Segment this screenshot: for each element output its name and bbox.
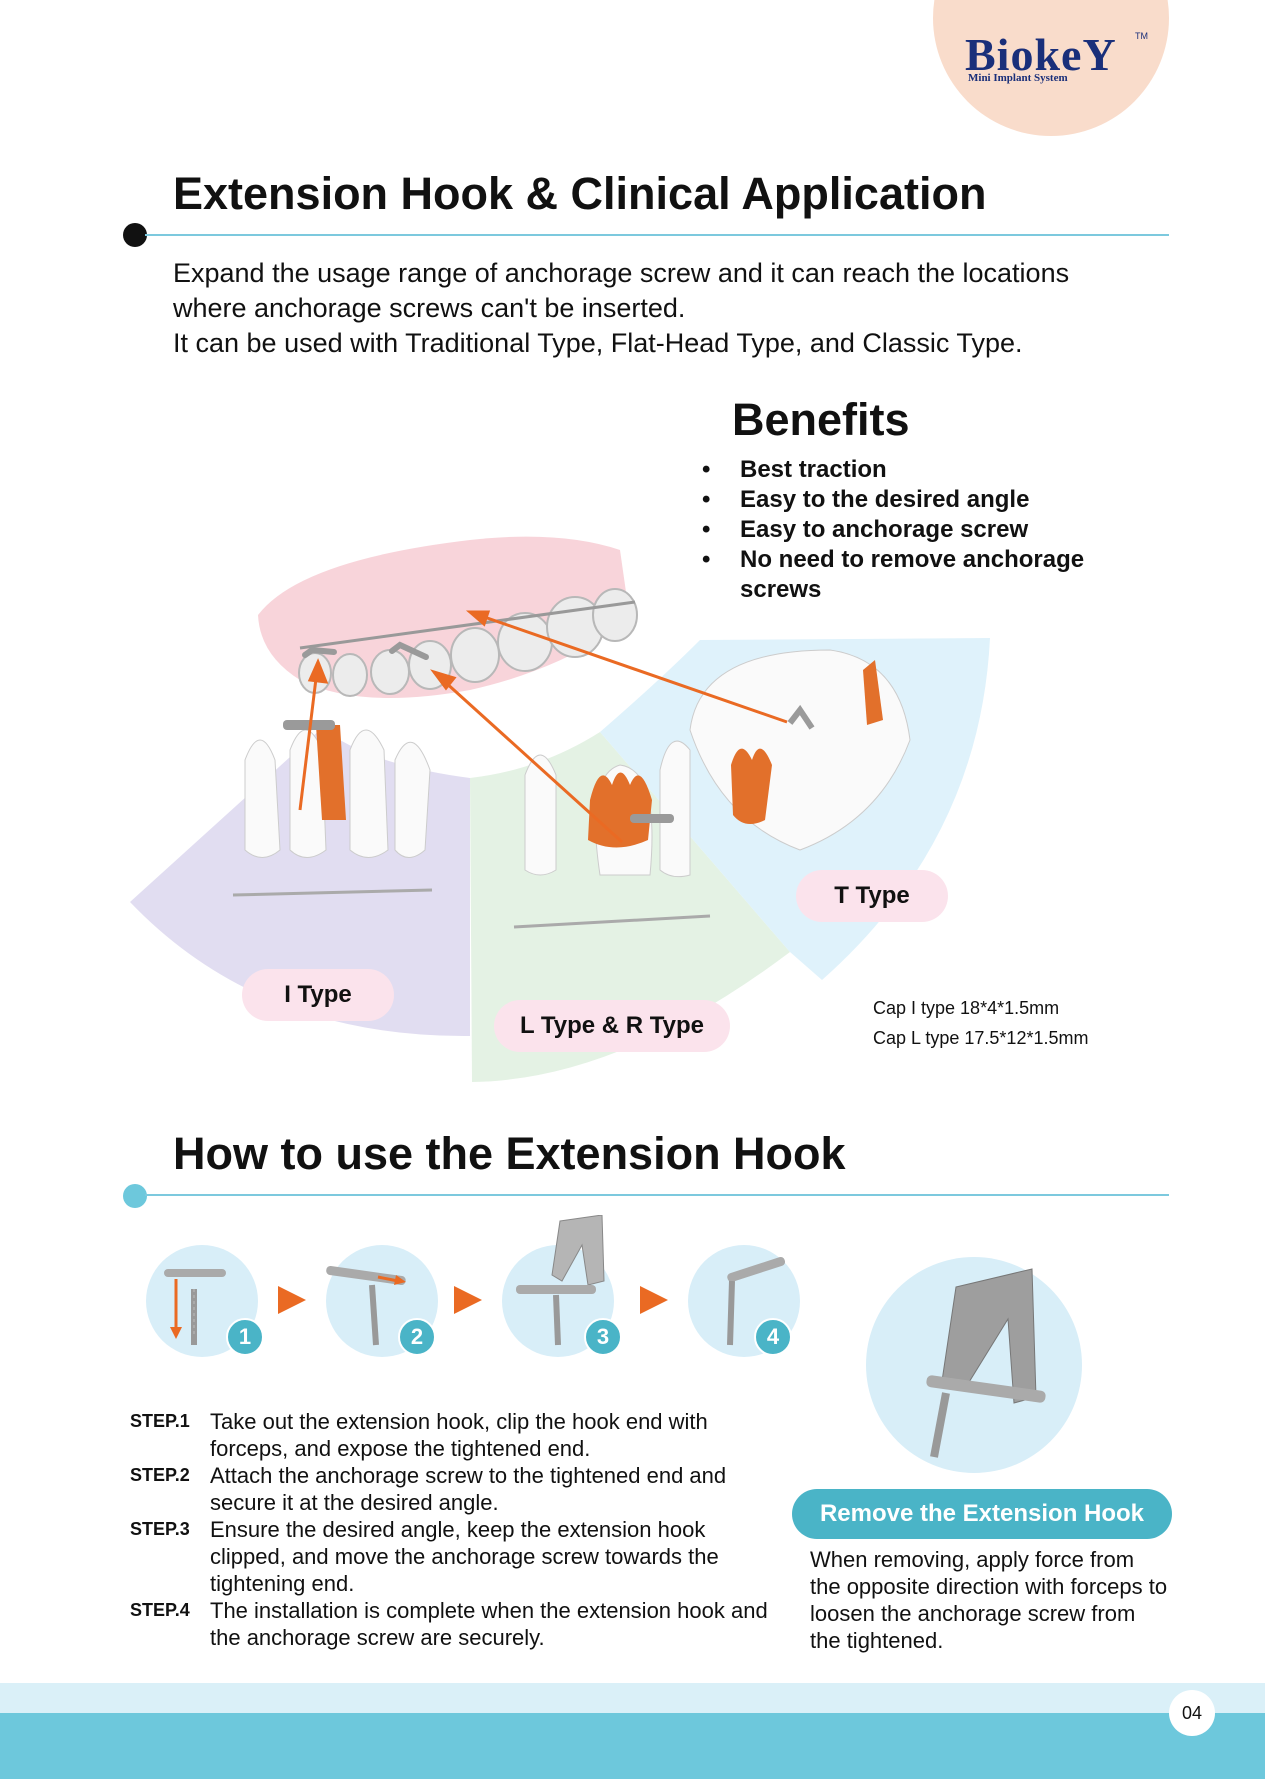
i-type-label: I Type <box>242 969 394 1021</box>
archwire <box>299 600 636 650</box>
hook-screw-icon <box>727 1256 786 1346</box>
step-text: Ensure the desired angle, keep the exten… <box>210 1517 719 1596</box>
heading-rule <box>145 234 1169 236</box>
forceps-hook-icon <box>926 1268 1046 1458</box>
step-2-badge: 2 <box>398 1318 436 1356</box>
step-3-badge: 3 <box>584 1318 622 1356</box>
step-label: STEP.3 <box>130 1519 190 1539</box>
remove-hook-text: When removing, apply force from the oppo… <box>810 1547 1168 1653</box>
benefits-list: Best traction Easy to the desired angle … <box>700 455 1120 605</box>
step-text: The installation is complete when the ex… <box>210 1598 768 1650</box>
step-label: STEP.2 <box>130 1465 190 1485</box>
l-type-label: L Type & R Type <box>494 1000 730 1052</box>
heading-bullet-dot <box>123 223 147 247</box>
t-type-molar-highlight <box>731 748 772 824</box>
benefit-item: Easy to the desired angle <box>700 485 1120 515</box>
step-arrow-icon <box>640 1286 668 1314</box>
remove-hook-title: Remove the Extension Hook <box>792 1489 1172 1539</box>
benefit-item: Best traction <box>700 455 1120 485</box>
step-text: Take out the extension hook, clip the ho… <box>210 1409 708 1461</box>
benefit-item: Easy to anchorage screw <box>700 515 1120 545</box>
cap-i-type: Cap I type 18*4*1.5mm <box>873 998 1060 1018</box>
i-type-teeth <box>232 720 433 897</box>
step-arrow-icon <box>278 1286 306 1314</box>
step-4-badge: 4 <box>754 1318 792 1356</box>
heading-rule <box>145 1194 1169 1196</box>
section-title-extension-hook: Extension Hook & Clinical Application <box>173 168 987 219</box>
step-arrow-icon <box>454 1286 482 1314</box>
step-row: STEP.1 Take out the extension hook, clip… <box>130 1408 770 1462</box>
steps-list: STEP.1 Take out the extension hook, clip… <box>130 1408 770 1651</box>
l-type-hook <box>630 814 674 823</box>
step-1-badge: 1 <box>226 1318 264 1356</box>
brand-logo: BiokeY <box>965 29 1117 80</box>
footer-band <box>0 1713 1265 1779</box>
remove-hook-image <box>866 1257 1082 1473</box>
step-row: STEP.3 Ensure the desired angle, keep th… <box>130 1516 770 1597</box>
mounted-hooks <box>302 641 429 660</box>
l-type-molar-highlight <box>588 772 652 848</box>
hook-screw-icon <box>326 1265 406 1346</box>
intro-line: Expand the usage range of anchorage scre… <box>173 258 1070 288</box>
step-label: STEP.4 <box>130 1600 190 1620</box>
hook-screw-icon <box>164 1269 226 1345</box>
t-type-tooth-highlight <box>863 660 883 725</box>
cap-l-type: Cap L type 17.5*12*1.5mm <box>873 1028 1089 1048</box>
step-label: STEP.1 <box>130 1411 190 1431</box>
benefits-title: Benefits <box>732 394 910 445</box>
intro-paragraph: Expand the usage range of anchorage scre… <box>173 256 1173 361</box>
i-type-screw-highlight <box>316 725 346 820</box>
forceps-hook-icon <box>516 1215 605 1346</box>
cap-dimensions: Cap I type 18*4*1.5mm Cap L type 17.5*12… <box>873 993 1088 1053</box>
pointer-arrows <box>298 610 788 844</box>
footer-band-light <box>0 1683 1265 1713</box>
trademark-mark: TM <box>1135 31 1148 41</box>
l-type-teeth <box>513 740 711 929</box>
intro-line: where anchorage screws can't be inserted… <box>173 293 686 323</box>
intro-line: It can be used with Traditional Type, Fl… <box>173 328 1023 358</box>
t-type-arch <box>689 649 911 851</box>
step-row: STEP.2 Attach the anchorage screw to the… <box>130 1462 770 1516</box>
step-row: STEP.4 The installation is complete when… <box>130 1597 770 1651</box>
heading-bullet-dot <box>123 1184 147 1208</box>
page-number: 04 <box>1169 1690 1215 1736</box>
t-type-label: T Type <box>796 870 948 922</box>
step-text: Attach the anchorage screw to the tighte… <box>210 1463 727 1515</box>
section-title-how-to-use: How to use the Extension Hook <box>173 1128 846 1179</box>
benefit-item: No need to remove anchorage screws <box>700 545 1120 605</box>
logo-subtitle: Mini Implant System <box>968 72 1068 84</box>
